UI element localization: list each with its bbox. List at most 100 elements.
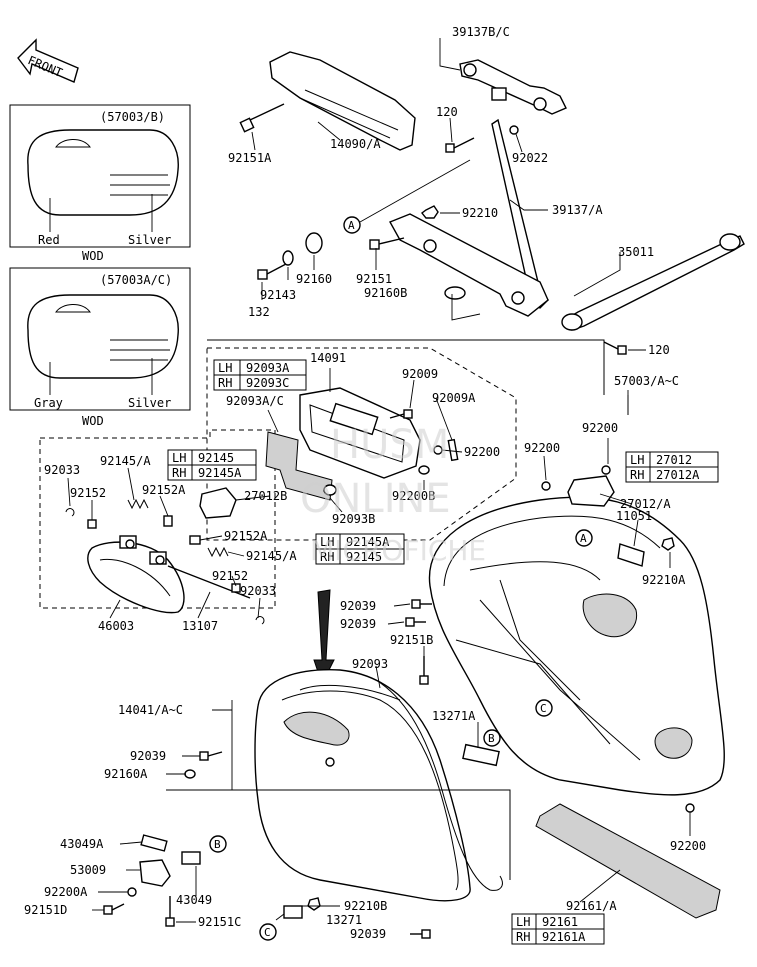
lock-cover-14091: [299, 387, 421, 479]
label-53009: 53009: [70, 863, 106, 877]
label-92143: 92143: [260, 288, 296, 302]
label-92039-b: 92039: [340, 617, 376, 631]
label-92151c: 92151C: [198, 915, 241, 929]
label-92093b: 92093B: [332, 512, 375, 526]
gasket-92093b: [323, 484, 337, 496]
label-39137a: 39137/A: [552, 203, 603, 217]
ref-a-lower: [575, 529, 593, 547]
label-39137bc: 39137B/C: [452, 25, 510, 39]
label-92039-c: 92039: [130, 749, 166, 763]
watermark-line-1: HUSM: [330, 422, 449, 468]
gasket-92093ac: [265, 431, 333, 501]
table-27012: LH 27012 RH 27012A: [625, 451, 719, 483]
label-92009a: 92009A: [432, 391, 476, 405]
label-14041: 14041/A~C: [118, 703, 183, 717]
table-92161: LH 92161 RH 92161A: [511, 913, 605, 945]
label-35011: 35011: [618, 245, 654, 259]
stay-35011: [561, 233, 745, 331]
t92161-r1-part: 92161A: [542, 930, 586, 944]
label-92200-lock: 92200: [464, 445, 500, 459]
table-92145: LH 92145 RH 92145A: [167, 449, 257, 481]
label-14091: 14091: [310, 351, 346, 365]
label-92161a: 92161/A: [566, 899, 617, 913]
label-92200-a: 92200: [582, 421, 618, 435]
label-92200a: 92200A: [44, 885, 88, 899]
ref-b-bracket-label: B: [214, 838, 221, 851]
label-57003: 57003/A~C: [614, 374, 679, 388]
t92145-r0-side: LH: [172, 451, 186, 465]
t92145b-r1-side: RH: [320, 550, 334, 564]
t27012-r0-part: 27012: [656, 453, 692, 467]
label-92093ac: 92093A/C: [226, 394, 284, 408]
spring-92145a-upper: [127, 498, 149, 510]
t92161-r0-part: 92161: [542, 915, 578, 929]
table-92145-lower: LH 92145A RH 92145: [315, 533, 405, 565]
inset-bottom-color-left: Gray: [34, 396, 63, 410]
label-92152a-upper: 92152A: [142, 483, 186, 497]
label-92151a: 92151A: [228, 151, 272, 165]
pin-92152a-upper: [163, 515, 173, 527]
frame-39137a: [389, 118, 549, 317]
spacer-92160: [305, 232, 323, 254]
lid-14041: [254, 669, 471, 902]
label-92151: 92151: [356, 272, 392, 286]
bolt-92039-b: [405, 617, 426, 627]
label-92039-d: 92039: [350, 927, 386, 941]
bolt-92151a: [239, 103, 285, 133]
label-92009: 92009: [402, 367, 438, 381]
label-11051: 11051: [616, 509, 652, 523]
washer-92200b: [418, 465, 430, 475]
t92145b-r0-part: 92145A: [346, 535, 390, 549]
t92145b-r1-part: 92145: [346, 550, 382, 564]
label-13271: 13271: [326, 913, 362, 927]
inset-bottom-ref: (57003A/C): [100, 273, 172, 287]
inset-bottom-caption: WOD: [82, 414, 104, 428]
label-13107: 13107: [182, 619, 218, 633]
label-92151d: 92151D: [24, 903, 67, 917]
label-92033-upper: 92033: [44, 463, 80, 477]
t92093-r0-side: LH: [218, 361, 232, 375]
label-92145a-upper: 92145/A: [100, 454, 151, 468]
label-27012a: 27012/A: [620, 497, 671, 511]
t27012-r0-side: LH: [630, 453, 644, 467]
saddlebag-lid-red-silver: [27, 129, 179, 216]
label-132: 132: [248, 305, 270, 319]
label-92200-b: 92200: [524, 441, 560, 455]
saddlebag-lid-gray-silver: [27, 294, 179, 379]
washer-92200a: [127, 887, 137, 897]
nut-92210: [421, 205, 439, 219]
watermark-line-2: ONLINE: [300, 476, 451, 522]
washer-92022: [509, 125, 519, 135]
ref-c-bracket-label: C: [264, 926, 271, 939]
nut-92200-a: [601, 465, 611, 475]
label-92200-c: 92200: [670, 839, 706, 853]
pin-92152-lower: [231, 583, 241, 593]
clip-92033-upper: [65, 508, 75, 517]
bolt-92151b: [419, 656, 429, 685]
label-92152-upper: 92152: [70, 486, 106, 500]
plate-13271a: [462, 743, 500, 767]
bolt-92009: [389, 409, 413, 419]
grommet-92160b: [444, 286, 466, 300]
label-92210: 92210: [462, 206, 498, 220]
label-92210b: 92210B: [344, 899, 387, 913]
t92161-r1-side: RH: [516, 930, 530, 944]
nut-92210b: [307, 897, 321, 911]
latch-cover-46003: [87, 541, 185, 614]
saddlebag-case-57003: [428, 496, 725, 796]
label-120-upper: 120: [436, 105, 458, 119]
inset-57003ac: (57003A/C) Gray Silver: [9, 267, 191, 411]
nut-92200-b: [541, 481, 551, 491]
label-92160: 92160: [296, 272, 332, 286]
ref-b-case-label: B: [488, 732, 495, 745]
bolt-120-lower: [603, 341, 627, 355]
inset-top-color-left: Red: [38, 233, 60, 247]
plate-13271: [283, 905, 303, 919]
label-92152-lower: 92152: [212, 569, 248, 583]
label-92160a: 92160A: [104, 767, 148, 781]
watermark-line-3: MICROFICHE: [310, 534, 486, 567]
label-13271a: 13271A: [432, 709, 476, 723]
label-92145a-lower: 92145/A: [246, 549, 297, 563]
t92093-r0-part: 92093A: [246, 361, 290, 375]
